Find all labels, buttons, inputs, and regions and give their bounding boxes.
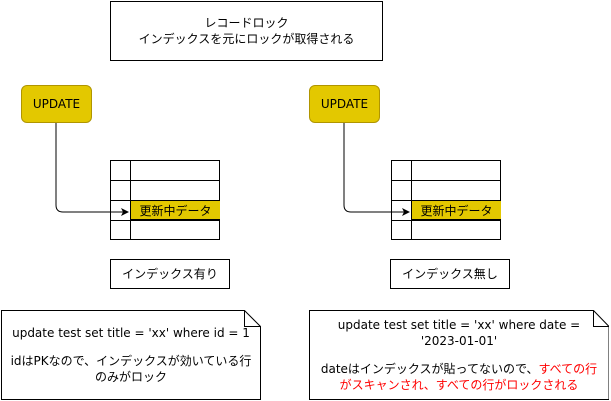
note-desc-plain-right: dateはインデックスが貼ってないので、 <box>320 362 539 376</box>
title-box: レコードロック インデックスを元にロックが取得される <box>110 1 383 61</box>
highlighted-row-text-right: 更新中データ <box>420 203 493 218</box>
table-line <box>110 220 220 221</box>
note-desc-right: dateはインデックスが貼ってないので、すべての行がスキャンされ、すべての行がロ… <box>317 361 601 393</box>
update-label-right: UPDATE <box>320 97 369 111</box>
title-line-1: レコードロック <box>204 16 289 30</box>
table-left: 更新中データ <box>110 160 220 240</box>
note-desc-red-right: すべての行がスキャンされ、すべての行がロックされる <box>339 362 598 392</box>
update-node-right: UPDATE <box>309 85 380 123</box>
index-label-right: インデックス無し <box>390 259 510 289</box>
connector-right <box>343 123 410 216</box>
index-label-text-right: インデックス無し <box>402 267 498 281</box>
table-line <box>110 239 220 240</box>
update-node-left: UPDATE <box>21 85 92 123</box>
connector-left <box>55 123 129 216</box>
table-line <box>391 160 501 161</box>
highlighted-row-text-left: 更新中データ <box>139 203 212 218</box>
highlighted-row-right: 更新中データ <box>411 200 501 220</box>
note-content-left: update test set title = 'xx' where id = … <box>9 310 253 400</box>
note-right: update test set title = 'xx' where date … <box>309 310 609 400</box>
note-left: update test set title = 'xx' where id = … <box>1 310 261 400</box>
table-line <box>110 160 111 240</box>
note-sql-left: update test set title = 'xx' where id = … <box>12 326 250 340</box>
table-line <box>110 180 220 181</box>
folded-corner-icon <box>309 310 609 400</box>
highlighted-row-left: 更新中データ <box>130 200 220 220</box>
table-line <box>391 239 501 240</box>
table-line <box>110 160 220 161</box>
index-label-text-left: インデックス有り <box>122 267 218 281</box>
note-content-right: update test set title = 'xx' where date … <box>317 310 601 400</box>
table-line <box>391 220 501 221</box>
index-label-left: インデックス有り <box>110 259 230 289</box>
note-desc-left: idはPKなので、インデックスが効いている行のみがロック <box>10 354 252 384</box>
folded-corner-icon <box>1 310 261 400</box>
note-sql-right: update test set title = 'xx' where date … <box>337 318 581 348</box>
update-label-left: UPDATE <box>32 97 81 111</box>
table-line <box>391 160 392 240</box>
title-line-2: インデックスを元にロックが取得される <box>138 32 355 46</box>
table-line <box>391 180 501 181</box>
table-right: 更新中データ <box>391 160 501 240</box>
